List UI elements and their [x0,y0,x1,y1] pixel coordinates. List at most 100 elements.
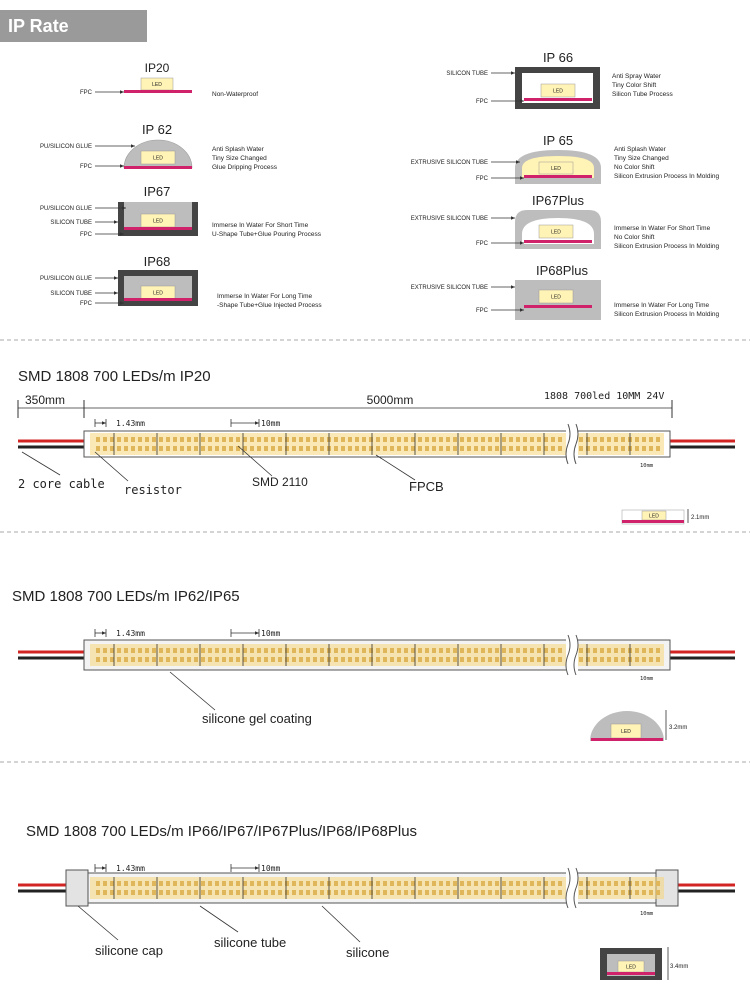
strip2-led [159,657,163,662]
strip1-led [418,437,422,442]
dim-5000mm: 5000mm [367,393,414,407]
strip1-led [264,446,268,451]
strip3-led [166,881,170,886]
strip2-led [579,657,583,662]
strip1-led [180,446,184,451]
strip3-led [229,881,233,886]
pitch-dimension: 1.43mm [116,629,145,638]
strip1-led [502,446,506,451]
strip3-led [544,890,548,895]
strip2-led [502,657,506,662]
strip3-led [166,890,170,895]
strip2-led [152,648,156,653]
strip1-led [138,446,142,451]
strip2-led [376,657,380,662]
strip1-led [425,446,429,451]
strip1-led [593,437,597,442]
callout-leader [77,905,119,941]
strip2-led [376,648,380,653]
strip3-led [348,881,352,886]
strip1-led [411,446,415,451]
strip3-led [558,881,562,886]
callout-label: SILICON TUBE [50,291,92,297]
strip2-led [383,657,387,662]
profile-fpc [591,738,663,741]
strip2-led [124,648,128,653]
strip3-led [649,890,653,895]
strip1-led [621,446,625,451]
strip2-led [292,648,296,653]
strip3-led [481,881,485,886]
strip3-led [187,881,191,886]
description-line: Silicon Tube Process [612,91,673,98]
strip2-led [446,648,450,653]
callout-arrow-head [511,216,515,220]
strip1-led [397,437,401,442]
strip1-led [201,446,205,451]
ip68plus-led [538,289,574,304]
strip3-led [369,890,373,895]
strip3-led [369,881,373,886]
led-label: LED [649,514,659,520]
description-line: Anti Splash Water [212,146,265,153]
cut-small-label: 10mm [640,676,654,682]
ip67plus-fpc [524,240,592,243]
strip2-led [306,657,310,662]
strip2-led [131,657,135,662]
strip3-led [411,890,415,895]
strip3-led [264,890,268,895]
strip3-led [530,881,534,886]
ip65-fpc [524,175,592,178]
strip1-led [474,437,478,442]
strip1-led [558,446,562,451]
ip67plus-title: IP67Plus [532,193,585,208]
callout-label: FPC [80,301,93,307]
strip3-break-gap [566,868,578,908]
strip3-led [481,890,485,895]
strip3-led [614,881,618,886]
strip2-led [425,648,429,653]
strip1-led [173,446,177,451]
strip3-led [271,881,275,886]
strip3-led [355,890,359,895]
strip2-led [208,648,212,653]
strip3-led [145,890,149,895]
strip1-led [166,437,170,442]
strip1-led [586,446,590,451]
strip2-led [474,648,478,653]
strip3-led [495,881,499,886]
strip2-led [236,648,240,653]
strip3-led [257,890,261,895]
strip3-led [145,881,149,886]
strip3-led [278,890,282,895]
strip3-led [607,881,611,886]
strip2-led [194,648,198,653]
strip1-spec: 1808 700led 10MM 24V [544,391,664,402]
description-line: No Color Shift [614,234,655,241]
description-line: Immerse In Water For Long Time [217,293,313,300]
strip2-led [537,648,541,653]
callout-label: SILICON TUBE [50,220,92,226]
strip2-led [194,657,198,662]
strip3-led [432,881,436,886]
strip3-led [313,890,317,895]
strip2-led [488,648,492,653]
strip3-led [208,890,212,895]
description-line: Anti Splash Water [614,146,667,153]
callout-silicone: silicone [346,945,389,960]
strip2-led [649,657,653,662]
strip2-led [348,648,352,653]
strip2-led [656,648,660,653]
strip3-led [124,881,128,886]
strip1-led [362,446,366,451]
strip3-led [621,881,625,886]
strip2-led [516,648,520,653]
strip2-led [411,648,415,653]
strip3-led [600,881,604,886]
strip2-led [152,657,156,662]
strip3-led [593,881,597,886]
strip1-led [446,437,450,442]
led-label: LED [152,82,162,88]
strip2-led [635,648,639,653]
strip1-led [103,437,107,442]
